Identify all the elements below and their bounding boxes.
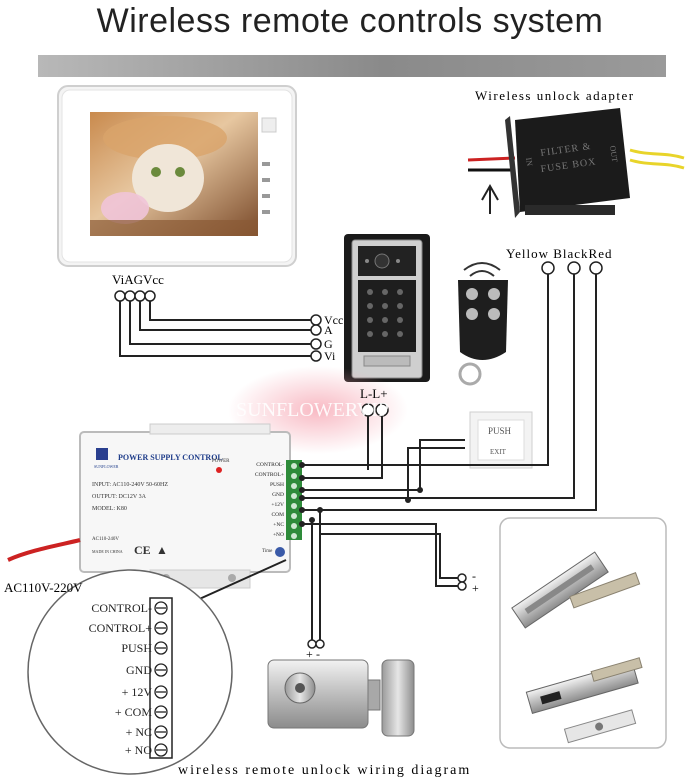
zoom-terminal-4: + 12V	[122, 685, 153, 699]
intercom-terminal-screws	[310, 314, 322, 362]
cat-hat	[103, 116, 227, 160]
wires	[119, 268, 597, 640]
adapter-out-label: OUT	[608, 145, 619, 163]
strike-plate	[563, 709, 637, 744]
psu-brand: SUNFLOWER	[94, 464, 119, 469]
psu-terminal-1: CONTROL+	[255, 472, 284, 478]
exit-button-line2: EXIT	[490, 448, 507, 456]
psu-ac-label: AC110-240V	[92, 537, 119, 542]
indoor-monitor	[57, 85, 297, 267]
monitor-terminal-labels: ViAGVcc	[112, 272, 164, 287]
psu-header: POWER SUPPLY CONTROL	[118, 453, 223, 462]
intercom-terminal-vi: Vi	[324, 349, 336, 363]
psu-terminal-6: +NC	[273, 522, 284, 528]
page-title: Wireless remote controls system	[96, 2, 604, 40]
bell-terminal-screws	[457, 573, 467, 591]
psu-terminal-0: CONTROL-	[256, 462, 284, 468]
title-underline-bar	[38, 55, 666, 77]
monitor-terminal-screws	[114, 290, 156, 302]
psu-model: MODEL: K80	[92, 506, 127, 512]
intercom-terminal-vcc: Vcc	[324, 313, 343, 327]
terminal-zoom-circle	[27, 569, 233, 775]
watermark-text: SUNFLOWERVIP	[236, 399, 389, 421]
mains-cable	[7, 538, 81, 562]
warning-icon: ▲	[156, 543, 168, 557]
exit-button	[469, 411, 533, 469]
intercom-terminal-a: A	[324, 323, 333, 337]
psu-terminal-3: GND	[272, 492, 284, 498]
bell-negative-label: -	[472, 569, 476, 583]
adapter-label: Wireless unlock adapter	[475, 88, 635, 103]
armature-plate	[569, 572, 641, 609]
remote-key-fob	[458, 262, 508, 386]
outdoor-keypad-camera	[344, 234, 430, 382]
zoom-terminal-1: CONTROL+	[89, 621, 153, 635]
adapter-wire-labels: Yellow BlackRed	[506, 246, 612, 261]
mains-label: AC110V-220V	[4, 580, 83, 595]
exit-button-line1: PUSH	[488, 426, 512, 436]
zoom-terminal-2: PUSH	[121, 641, 152, 655]
zoom-terminal-0: CONTROL-	[91, 601, 152, 615]
ce-mark: CE	[134, 543, 151, 557]
wire-junctions	[299, 462, 423, 527]
psu-terminal-5: COM	[271, 512, 284, 518]
adapter-terminal-screws	[541, 261, 603, 275]
psu-made-in: MADE IN CHINA	[92, 549, 123, 554]
adapter-in-label: IN	[524, 157, 534, 167]
electric-rim-lock	[267, 659, 415, 737]
zoom-terminal-3: GND	[126, 663, 152, 677]
diagram-caption: wireless remote unlock wiring diagram	[178, 763, 471, 778]
lock-positive-label: +	[306, 647, 313, 661]
psu-input: INPUT: AC110-240V 50-60HZ	[92, 482, 168, 488]
magnetic-lock	[511, 551, 609, 629]
kitten-face	[132, 144, 204, 212]
psu-terminal-2: PUSH	[270, 482, 284, 488]
zoom-terminal-5: + COM	[115, 705, 152, 719]
optional-locks-panel	[499, 517, 667, 749]
drop-bolt-lock	[525, 657, 643, 715]
lock-bottom-terminal-screws	[307, 639, 325, 649]
intercom-terminal-g: G	[324, 337, 333, 351]
bell-positive-label: +	[472, 581, 479, 595]
psu-output: OUTPUT: DC12V 3A	[92, 494, 147, 500]
unlock-adapter	[467, 108, 685, 218]
psu-power-label: POWER	[212, 459, 230, 464]
psu-terminal-7: +NO	[273, 532, 284, 538]
zoom-terminal-6: + NC	[126, 725, 152, 739]
lock-negative-label: -	[316, 647, 320, 661]
lock-terminal-screws	[361, 403, 389, 417]
zoom-terminal-7: + NO	[125, 743, 152, 757]
psu-time-label: Time	[262, 549, 273, 554]
lock-terminal-labels: L-L+	[360, 386, 388, 401]
power-supply-box	[79, 423, 302, 589]
psu-terminal-4: +12V	[271, 502, 284, 508]
